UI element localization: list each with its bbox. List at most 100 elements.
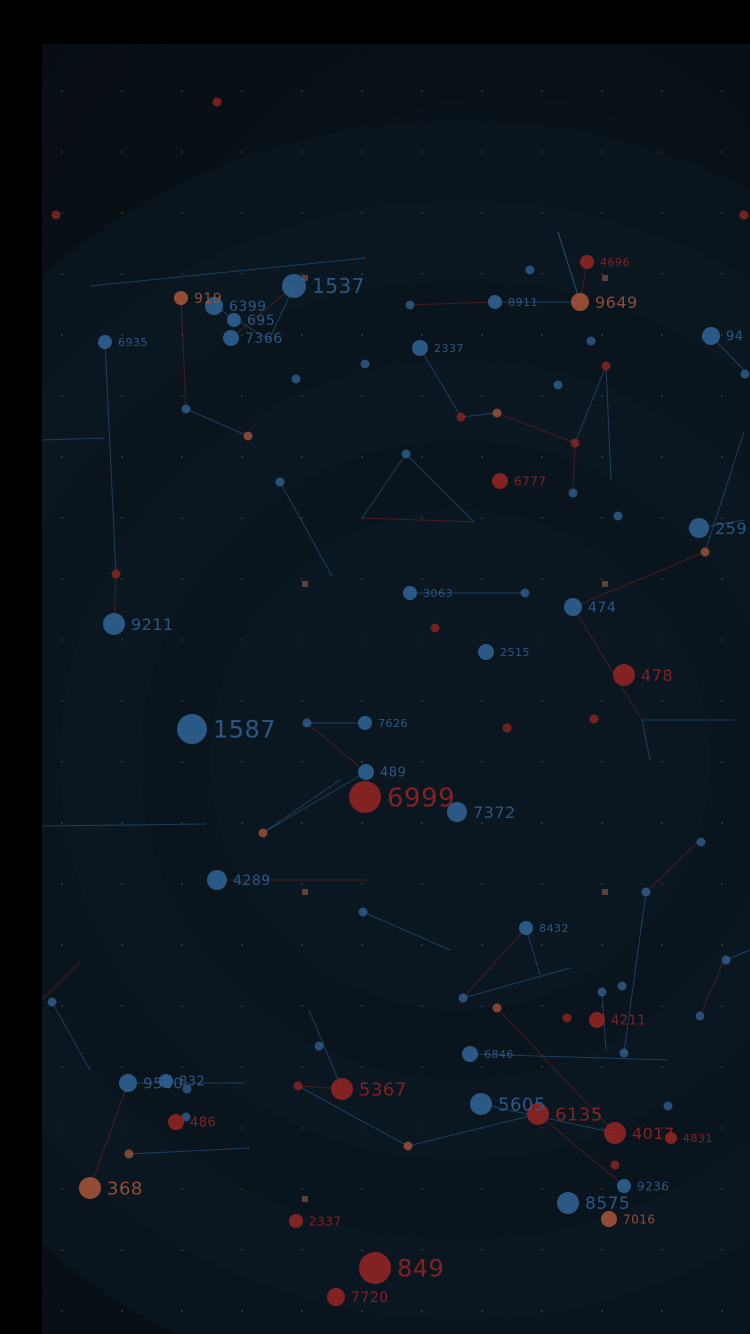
network-node	[79, 1177, 101, 1199]
node-label: 478	[641, 666, 673, 685]
grid-dot	[481, 334, 483, 336]
network-node-small	[617, 981, 627, 991]
node-label: 7366	[245, 331, 283, 347]
grid-dot	[181, 151, 183, 153]
grid-dot	[541, 212, 543, 214]
grid-dot	[241, 1066, 243, 1068]
grid-dot	[601, 700, 603, 702]
network-node-small	[405, 300, 415, 310]
network-node	[168, 1114, 184, 1130]
grid-dot	[481, 639, 483, 641]
grid-dot	[121, 1005, 123, 1007]
grid-dot	[301, 456, 303, 458]
grid-dot	[121, 944, 123, 946]
network-edge	[419, 347, 462, 418]
network-node	[527, 1103, 549, 1125]
grid-dot	[301, 517, 303, 519]
grid-dot	[301, 1127, 303, 1129]
grid-dot	[241, 578, 243, 580]
grid-dot	[421, 944, 423, 946]
grid-dot	[661, 90, 663, 92]
grid-dot	[181, 944, 183, 946]
network-node	[519, 921, 533, 935]
grid-dot	[541, 1249, 543, 1251]
network-edge	[51, 1001, 91, 1071]
network-node	[557, 1192, 579, 1214]
grid-dot	[541, 1188, 543, 1190]
grid-dot	[721, 578, 723, 580]
label-layer: 1537469696496399919695736669358911233767…	[107, 256, 747, 1306]
grid-dot	[361, 273, 363, 275]
grid-dot	[121, 395, 123, 397]
node-label: 2515	[500, 646, 530, 659]
grid-dot	[421, 1249, 423, 1251]
grid-dot	[421, 456, 423, 458]
grid-dot	[181, 578, 183, 580]
grid-dot	[721, 90, 723, 92]
network-node	[403, 586, 417, 600]
grid-dot	[121, 822, 123, 824]
grid-dot	[301, 639, 303, 641]
grid-dot	[181, 1310, 183, 1312]
grid-dot	[181, 517, 183, 519]
network-edge	[104, 341, 117, 575]
grid-dot	[601, 90, 603, 92]
network-node	[589, 1012, 605, 1028]
grid-dot	[721, 883, 723, 885]
node-label: 6999	[387, 783, 455, 813]
network-node	[447, 802, 467, 822]
network-edge	[462, 927, 527, 999]
grid-dot	[361, 883, 363, 885]
grid-dot	[721, 1127, 723, 1129]
network-edge	[557, 231, 581, 303]
network-edge	[128, 1147, 251, 1155]
network-edge	[605, 365, 612, 481]
grid-dot	[301, 395, 303, 397]
grid-dot	[181, 1188, 183, 1190]
grid-dot	[541, 273, 543, 275]
network-edge	[362, 911, 451, 951]
node-label: 8575	[585, 1194, 630, 1214]
network-node-small	[610, 1160, 620, 1170]
network-node-small	[181, 1112, 191, 1122]
grid-dot	[601, 1310, 603, 1312]
grid-dot	[241, 1249, 243, 1251]
grid-dot	[421, 761, 423, 763]
grid-dot	[601, 334, 603, 336]
grid-dot	[721, 151, 723, 153]
grid-dot	[721, 334, 723, 336]
network-node	[492, 473, 508, 489]
grid-dot	[541, 1066, 543, 1068]
grid-dot	[541, 517, 543, 519]
grid-dot	[421, 1188, 423, 1190]
network-edge	[409, 301, 496, 306]
network-edge	[699, 959, 725, 1017]
grid-dot	[361, 822, 363, 824]
network-edge	[641, 719, 651, 761]
node-label: 2337	[309, 1214, 342, 1228]
grid-dot	[481, 1310, 483, 1312]
grid-dot	[361, 90, 363, 92]
network-node-small	[401, 449, 411, 459]
grid-dot	[481, 456, 483, 458]
network-node-small	[51, 210, 61, 220]
grid-dot	[421, 212, 423, 214]
grid-dot	[241, 90, 243, 92]
grid-dot	[481, 90, 483, 92]
grid-dot	[421, 883, 423, 885]
grid-dot	[541, 822, 543, 824]
network-edge	[89, 1082, 129, 1189]
grid-dot	[481, 1005, 483, 1007]
grid-dot	[61, 639, 63, 641]
grid-dot	[481, 883, 483, 885]
grid-dot	[541, 1127, 543, 1129]
grid-marker	[302, 275, 308, 281]
network-edge	[469, 1053, 669, 1061]
network-edge	[496, 412, 576, 444]
grid-dot	[661, 334, 663, 336]
node-label: 474	[588, 600, 616, 616]
grid-dot	[421, 1066, 423, 1068]
network-node-small	[740, 369, 750, 379]
